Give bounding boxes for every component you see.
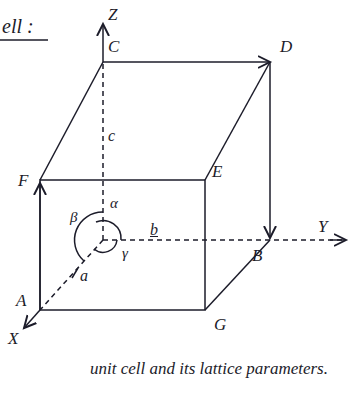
angle-label: α [110, 196, 118, 211]
corner-label: C [108, 38, 119, 55]
corner-label: G [214, 316, 226, 333]
lattice-parameter: a [80, 268, 88, 284]
corner-label: D [280, 38, 292, 55]
corner-label: F [18, 172, 28, 189]
corner-label: E [212, 163, 222, 180]
angle-label: γ [122, 246, 128, 261]
corner-label: B [252, 247, 262, 264]
axis-label: Y [318, 218, 327, 235]
angle-label: β [70, 210, 77, 225]
corner-label: A [16, 292, 26, 309]
axis-label: Z [108, 6, 117, 23]
figure-caption: unit cell and its lattice parameters. [90, 358, 330, 379]
lattice-parameter: c [108, 128, 115, 144]
heading-fragment: ell : [2, 16, 34, 36]
axis-label: X [8, 330, 18, 347]
lattice-parameter: b [150, 222, 158, 238]
